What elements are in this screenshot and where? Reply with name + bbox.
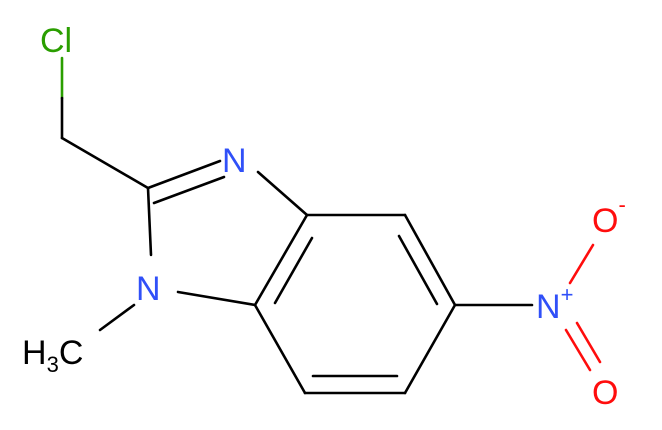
ominus-charge: - (618, 192, 625, 217)
bond-c4-c5 (403, 213, 457, 307)
bond-c3a-c7a (253, 213, 309, 307)
atom-nnitro-label: N+ (536, 282, 573, 326)
atom-n3-label: N (222, 142, 247, 180)
bond-c7-c7a (253, 303, 307, 395)
atom-cl-label: Cl (40, 22, 72, 60)
methyl-subscript: 3 (47, 352, 59, 377)
bonds (60, 56, 602, 395)
atom-labels: Cl N N H3C N+ O- O (22, 22, 626, 412)
bond-ch2-c2 (60, 136, 150, 190)
bond-c3a-c7a-inner (273, 236, 314, 305)
bond-c2-n3 (146, 159, 222, 190)
bond-c4-c5-inner (397, 234, 439, 306)
bond-nnitro-odouble (564, 328, 592, 372)
bond-n1-ch3 (98, 303, 136, 332)
ominus-symbol: O (592, 202, 618, 240)
nnitro-charge: + (561, 282, 574, 307)
methyl-h: H (22, 334, 47, 372)
bond-n3-c3a (256, 170, 309, 217)
atom-n1-label: N (136, 270, 161, 308)
bond-c2-n3-double (152, 175, 226, 205)
methyl-c: C (59, 334, 84, 372)
atom-odouble-label: O (592, 374, 618, 412)
bond-c5-c6 (403, 303, 457, 395)
bond-c2-n1 (146, 186, 153, 257)
bond-nnitro-odouble-2 (575, 321, 602, 364)
bond-nnitro-ominus (568, 243, 595, 285)
nnitro-symbol: N (536, 288, 561, 326)
methyl-label: H3C (22, 334, 83, 377)
bond-n1-c7a (176, 290, 257, 307)
atom-ominus-label: O- (592, 192, 626, 240)
